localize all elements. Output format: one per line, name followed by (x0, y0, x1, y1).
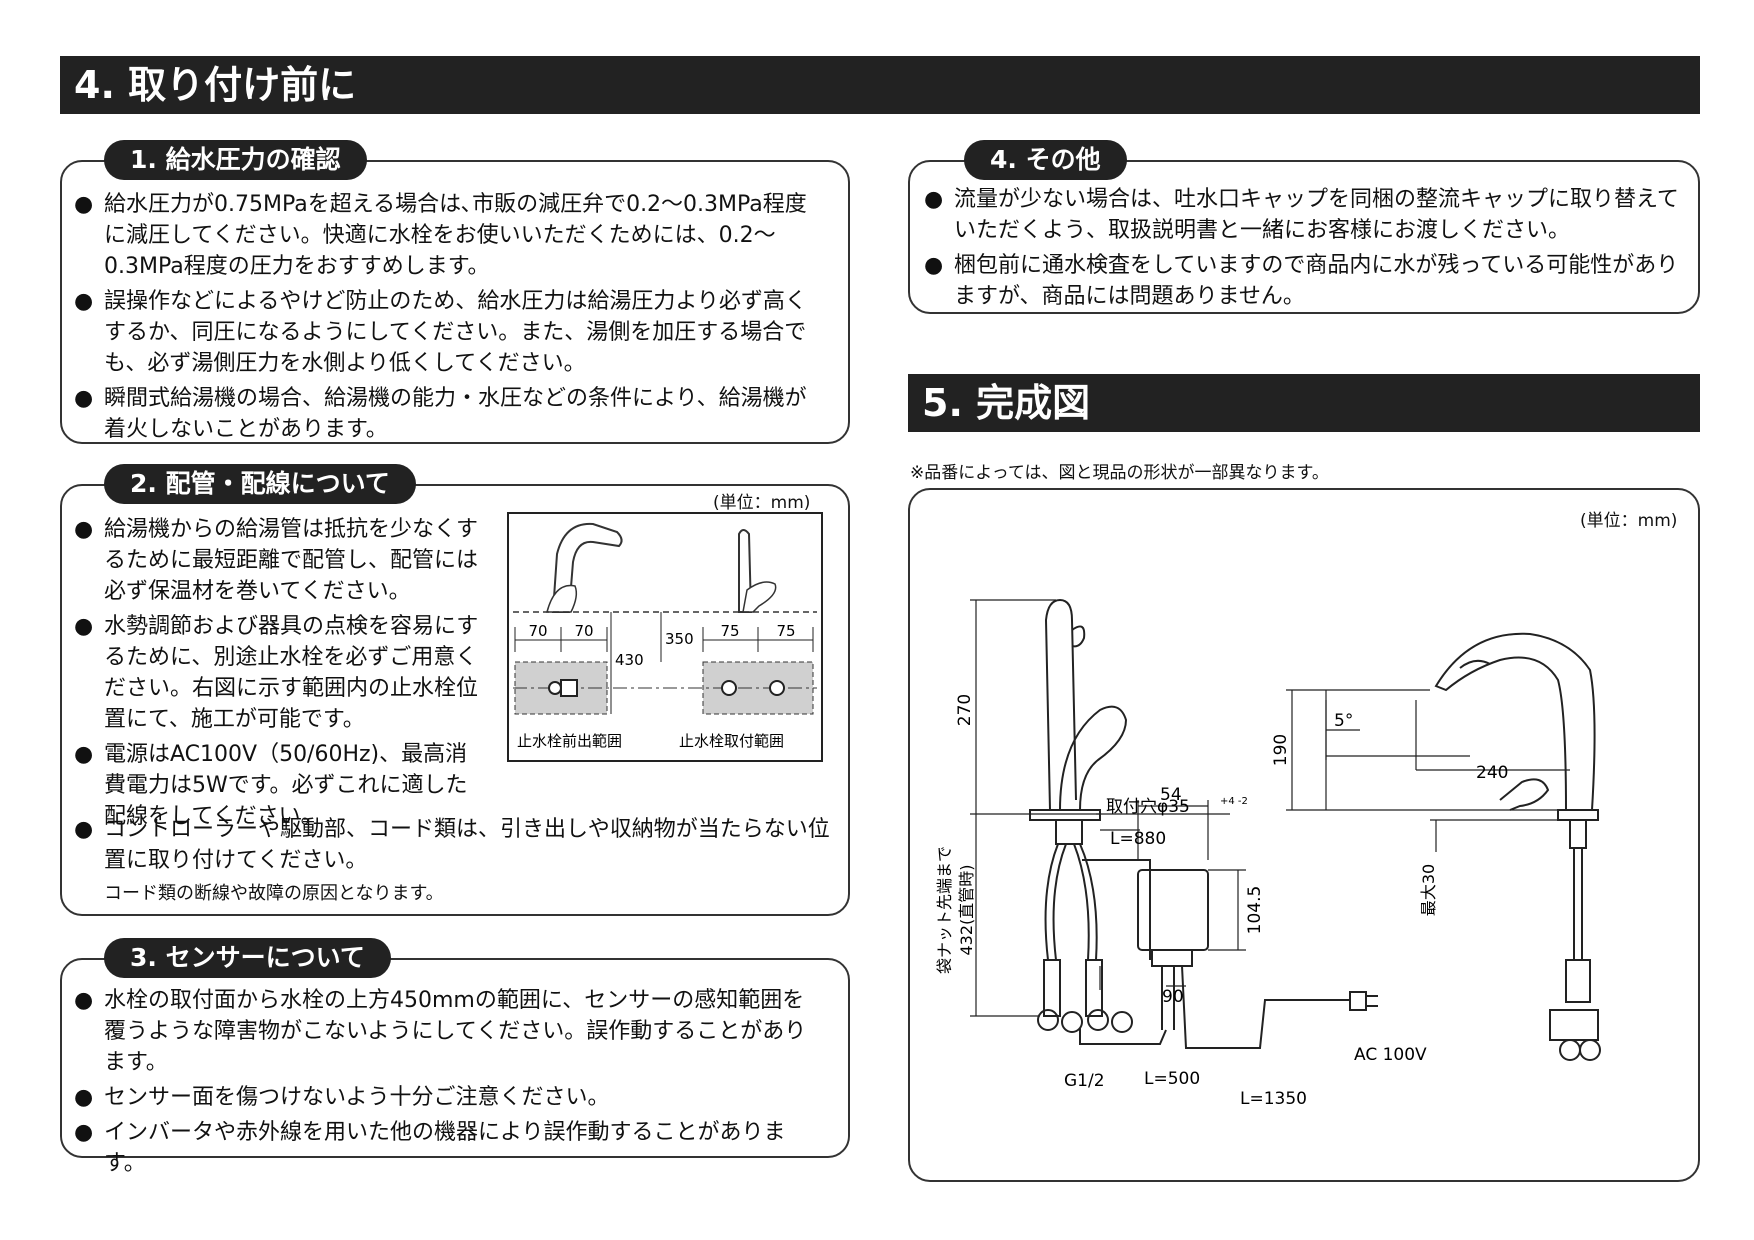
note-text: コード類の断線や故障の原因となります。 (104, 883, 444, 904)
dim-70-left: 70 (528, 622, 547, 640)
dim-75-right: 75 (776, 622, 795, 640)
dim-70-right: 70 (574, 622, 593, 640)
bullet-item: 給水圧力が0.75MPaを超える場合は､市販の減圧弁で0.2〜0.3MPa程度に… (74, 189, 824, 282)
unit-label: (単位：mm) (713, 493, 811, 513)
bullet-item: 梱包前に通水検査をしていますので商品内に水が残っている可能性がありますが、商品に… (924, 250, 1684, 312)
dim-mount-hole: 取付穴φ35 (1106, 797, 1190, 817)
bullet-item: 誤操作などによるやけど防止のため、給水圧力は給湯圧力より必ず高くするか、同圧にな… (74, 286, 824, 379)
unit-label: (単位：mm) (1580, 511, 1678, 531)
dim-g1-2: G1/2 (1064, 1071, 1105, 1091)
dim-mount-hole-tolerance: +4 -2 (1220, 796, 1248, 807)
completion-drawing: 270 取付穴φ35 +4 -2 L=880 54 104.5 90 袋ナット先… (935, 598, 1601, 1109)
dim-5deg: 5° (1334, 711, 1353, 731)
bullet-item: 瞬間式給湯機の場合、給湯機の能力・水圧などの条件により、給湯機が着火しないことが… (74, 383, 824, 445)
panel-body: 給水圧力が0.75MPaを超える場合は､市販の減圧弁で0.2〜0.3MPa程度に… (74, 189, 824, 449)
dim-l880: L=880 (1110, 829, 1166, 849)
panel-body: 水栓の取付面から水栓の上方450mmの範囲に、センサーの感知範囲を覆うような障害… (74, 985, 824, 1183)
dim-nut-label: 袋ナット先端まで (935, 846, 954, 974)
dim-ac100v: AC 100V (1354, 1045, 1427, 1065)
panel-piping-wiring (60, 484, 850, 916)
bullet-item: 水栓の取付面から水栓の上方450mmの範囲に、センサーの感知範囲を覆うような障害… (74, 985, 824, 1078)
panel-title: 3. センサーについて (104, 938, 391, 978)
label-left-range: 止水栓前出範囲 (517, 732, 622, 750)
panel-title: 4. その他 (964, 140, 1127, 180)
panel-other (908, 160, 1700, 314)
dim-430: 430 (615, 651, 644, 669)
section-note: ※品番によっては、図と現品の形状が一部異なります。 (910, 463, 1329, 483)
bullet-item: 給湯機からの給湯管は抵抗を少なくするために最短距離で配管し、配管には必ず保温材を… (74, 514, 484, 607)
bullet-item: インバータや赤外線を用いた他の機器により誤作動することがあります。 (74, 1117, 824, 1179)
bullet-item: 水勢調節および器具の点検を容易にするために、別途止水栓を必ずご用意ください。右図… (74, 611, 484, 735)
dim-90: 90 (1162, 987, 1184, 1007)
dim-l1350: L=1350 (1240, 1089, 1307, 1109)
dim-nut-length: 432(直管時) (957, 864, 976, 955)
panel-title: 2. 配管・配線について (104, 464, 416, 504)
dim-270: 270 (955, 694, 975, 726)
bullet-item: 流量が少ない場合は、吐水口キャップを同梱の整流キャップに取り替えていただくよう、… (924, 184, 1684, 246)
section-header-4: 4. 取り付け前に (60, 56, 1700, 114)
section-header-5: 5. 完成図 (908, 374, 1700, 432)
dim-240: 240 (1476, 763, 1508, 783)
panel-title: 1. 給水圧力の確認 (104, 140, 367, 180)
bullet-item: コントローラーや駆動部、コード類は、引き出しや収納物が当たらない位置に取り付けて… (74, 814, 834, 876)
dim-75-left: 75 (720, 622, 739, 640)
dim-max30: 最大30 (1419, 864, 1438, 916)
panel-body: 流量が少ない場合は、吐水口キャップを同梱の整流キャップに取り替えていただくよう、… (924, 184, 1684, 316)
stop-valve-range-figure: 70 70 75 75 350 430 止水栓前出範囲 止水栓取付範囲 (507, 512, 823, 762)
panel-body-wide: コントローラーや駆動部、コード類は、引き出しや収納物が当たらない位置に取り付けて… (74, 814, 834, 908)
dim-190: 190 (1271, 734, 1291, 766)
completion-drawing-panel (908, 488, 1700, 1182)
dim-350: 350 (665, 630, 694, 648)
section-title: 4. 取り付け前に (74, 63, 357, 107)
bullet-item: センサー面を傷つけないよう十分ご注意ください。 (74, 1082, 824, 1113)
section-title: 5. 完成図 (922, 381, 1091, 425)
dim-l500: L=500 (1144, 1069, 1200, 1089)
dim-54: 54 (1160, 785, 1182, 805)
label-right-range: 止水栓取付範囲 (679, 732, 784, 750)
panel-body: 給湯機からの給湯管は抵抗を少なくするために最短距離で配管し、配管には必ず保温材を… (74, 514, 484, 836)
dim-104-5: 104.5 (1245, 886, 1265, 935)
